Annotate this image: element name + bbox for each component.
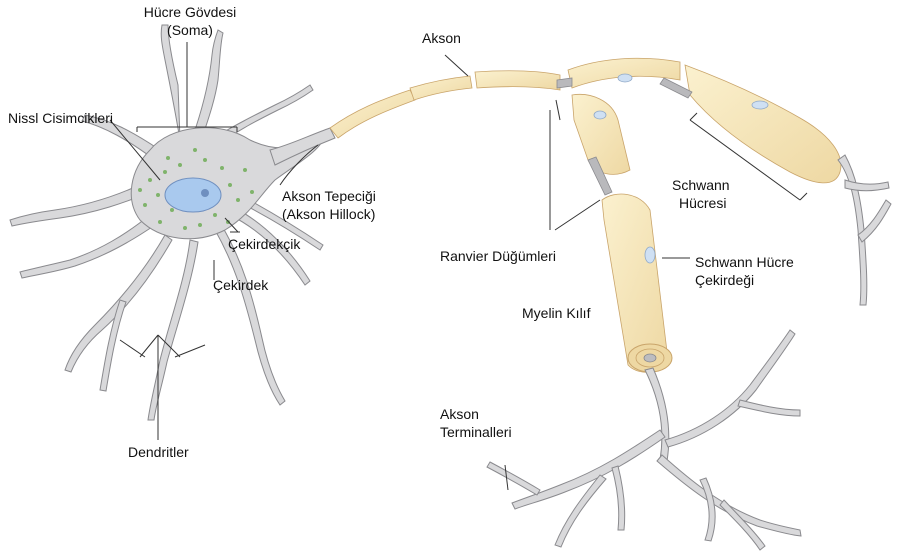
nucleolus [201,189,209,197]
label-nucleolus: Çekirdekçik [228,236,300,253]
label-soma-line2: (Soma) [135,22,245,39]
label-schwann-line1: Schwann [672,177,730,194]
label-nissl: Nissl Cisimcikleri [8,110,113,127]
label-schwann-nucleus-line2: Çekirdeği [695,272,754,289]
label-hillock-line1: Akson Tepeciği [282,188,376,205]
label-terminals-line1: Akson [440,406,479,423]
label-myelin: Myelin Kılıf [522,305,590,322]
label-akson: Akson [422,30,461,47]
label-schwann-line2: Hücresi [679,195,726,212]
label-dendrites: Dendritler [128,444,189,461]
right-axon-tail [838,155,891,305]
label-ranvier: Ranvier Düğümleri [440,248,556,265]
label-terminals-line2: Terminalleri [440,424,512,441]
label-hillock-line2: (Akson Hillock) [282,206,375,223]
myelin-branch [572,94,668,372]
label-soma-line1: Hücre Gövdesi [135,4,245,21]
label-schwann-nucleus-line1: Schwann Hücre [695,254,794,271]
label-nucleus: Çekirdek [213,277,268,294]
nucleus [165,178,221,212]
